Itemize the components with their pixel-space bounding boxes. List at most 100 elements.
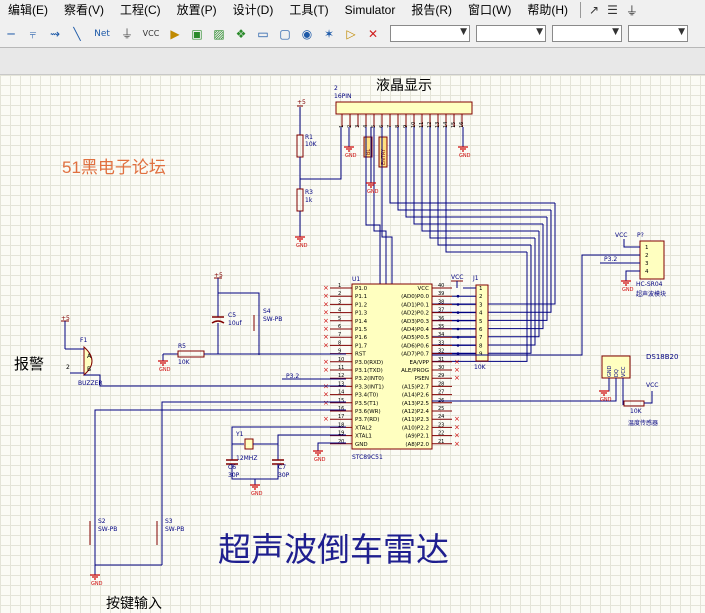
place-part-icon[interactable]: ▶ [170,26,180,41]
wire-icon[interactable]: ─ [7,26,15,41]
lcd-value: 16PIN [334,93,352,100]
menu-separator [580,2,582,18]
reset-top-wire [217,278,260,310]
buzzer-f1[interactable]: F1 A B BUZZER [78,337,103,387]
resistor-r3[interactable]: R3 1k [296,188,313,212]
c7-ref: C7 [278,464,286,471]
lcd-ctrl-line [373,127,387,284]
xtal1-wire [277,434,346,460]
capacitor-c7[interactable]: C7 30P [272,459,290,479]
menu-view[interactable]: 察看(V) [64,3,104,17]
switch-s3[interactable]: S3 SW-PB [156,518,184,565]
chevron-down-icon: ▼ [612,27,619,37]
sheet-entry-icon[interactable]: ▨ [213,26,225,41]
ds18b20-sensor[interactable]: DS18B20 GND DQ VCC 温度传感器 10K [601,353,678,427]
no-erc-icon[interactable]: ✕ [367,26,379,41]
lcd-pin-num: 11 [419,122,425,128]
menu-reports[interactable]: 报告(R) [411,3,453,17]
ds18b20-pullup-body [623,400,645,407]
j1-value: 10K [474,364,487,371]
c5-value: 10uf [228,320,242,327]
menu-help[interactable]: 帮助(H) [527,3,569,17]
menu-simulator[interactable]: Simulator [344,3,396,17]
ds18b20-gnd-wire [604,378,610,392]
mcu-right-pin-name: (A15)P2.7 [402,384,430,390]
menu-edit[interactable]: 编辑(E) [8,3,48,17]
mcu-right-pin-name: (AD6)P0.6 [401,343,429,349]
mcu-left-pin-num: 11 [338,365,344,371]
filter-combo-1[interactable]: ▼ [390,25,470,42]
ds18b20-pin-vcc: VCC [621,366,627,377]
filter-combo-2[interactable]: ▼ [476,25,546,42]
mcu-left-pin-num: 7 [338,332,341,338]
resistor-r5[interactable]: R5 10K [163,343,218,366]
vcc-port-icon[interactable]: VCC [142,28,160,38]
lcd-pin-num: 4 [363,125,369,128]
signal-harness-icon[interactable]: ⇝ [49,26,61,41]
net-label-icon[interactable]: Net [94,28,110,39]
off-sheet-icon[interactable]: ▢ [279,26,291,41]
resistor-r1[interactable]: R1 10K [296,107,318,158]
menu-window[interactable]: 窗口(W) [468,3,512,17]
mcu-right-pin-num: 22 [438,431,444,437]
chart-icon[interactable]: ↗ [589,3,600,17]
device-sheet-icon[interactable]: ❖ [235,26,247,41]
no-connect-icon: × [323,325,329,333]
mcu-left-pin-num: 10 [338,357,344,363]
mcu-left-pin-name: P1.3 [355,311,368,317]
filter-combo-4[interactable]: ▼ [628,25,688,42]
j1-pin-num: 3 [479,302,483,308]
layers-icon[interactable]: ☰ [607,3,618,17]
mcu-right-pin-num: 40 [438,283,444,289]
parameter-icon[interactable]: ▷ [346,26,356,41]
buzzer-mcu-wire [84,374,346,387]
gnd-label: GND [296,243,308,249]
capacitor-c6[interactable]: C6 30P [226,459,240,479]
mcu-left-pin-num: 13 [338,381,344,387]
capacitor-c5[interactable]: C5 10uf [211,293,242,327]
switch-s4[interactable]: S4 SW-PB [253,308,282,355]
r5-value: 10K [178,359,191,366]
j1-pin-num: 6 [479,327,483,333]
ds18b20-sensor-label: 温度传感器 [628,419,658,427]
c5-ref: C5 [228,312,236,319]
ground-icon[interactable]: ⏚ [625,3,638,18]
buzzer-pin-a: A [87,353,92,360]
lcd-data-drop [432,203,556,305]
wiring-toolbar: ─ ⫧ ⇝ ╲ Net ⏚ VCC ▶ ▣ ▨ ❖ ▭ ▢ ◉ ✶ ▷ ✕ ▼ … [0,20,705,48]
hcsr04-value: HC-SR04 [636,281,663,288]
menu-design[interactable]: 设计(D) [232,3,274,17]
j1-pin-num: 1 [479,286,483,292]
switch-s2[interactable]: S2 SW-PB [89,518,117,575]
hcsr04-body [639,240,665,280]
sheet-symbol-icon[interactable]: ▣ [191,26,203,41]
filter-combo-3[interactable]: ▼ [552,25,622,42]
gnd-port-icon[interactable]: ⏚ [120,26,133,41]
menu-project[interactable]: 工程(C) [120,3,161,17]
junction-icon[interactable]: ◉ [301,26,313,41]
mcu-right-pin-name: (AD5)P0.5 [401,335,429,341]
mcu-right-pin-num: 21 [438,439,444,445]
gnd-label: GND [251,491,263,497]
toolbar-spacer [0,48,705,75]
port-icon[interactable]: ▭ [257,26,269,41]
menu-tools[interactable]: 工具(T) [289,3,329,17]
crystal-y1[interactable]: Y1 12MHZ [232,431,278,462]
bus-icon[interactable]: ⫧ [29,26,37,41]
mcu-left-pin-num: 6 [338,324,341,330]
directive-icon[interactable]: ✶ [323,26,335,41]
mcu-net-label: P3.2 [286,373,299,380]
bus-entry-icon[interactable]: ╲ [73,26,81,41]
gnd-label: GND [367,189,379,195]
y1-ref: Y1 [235,431,244,438]
c5-plate-2 [211,320,225,324]
menu-place[interactable]: 放置(P) [176,3,217,17]
buzzer-pin-b: B [87,366,91,373]
lcd-data-line [397,127,551,211]
